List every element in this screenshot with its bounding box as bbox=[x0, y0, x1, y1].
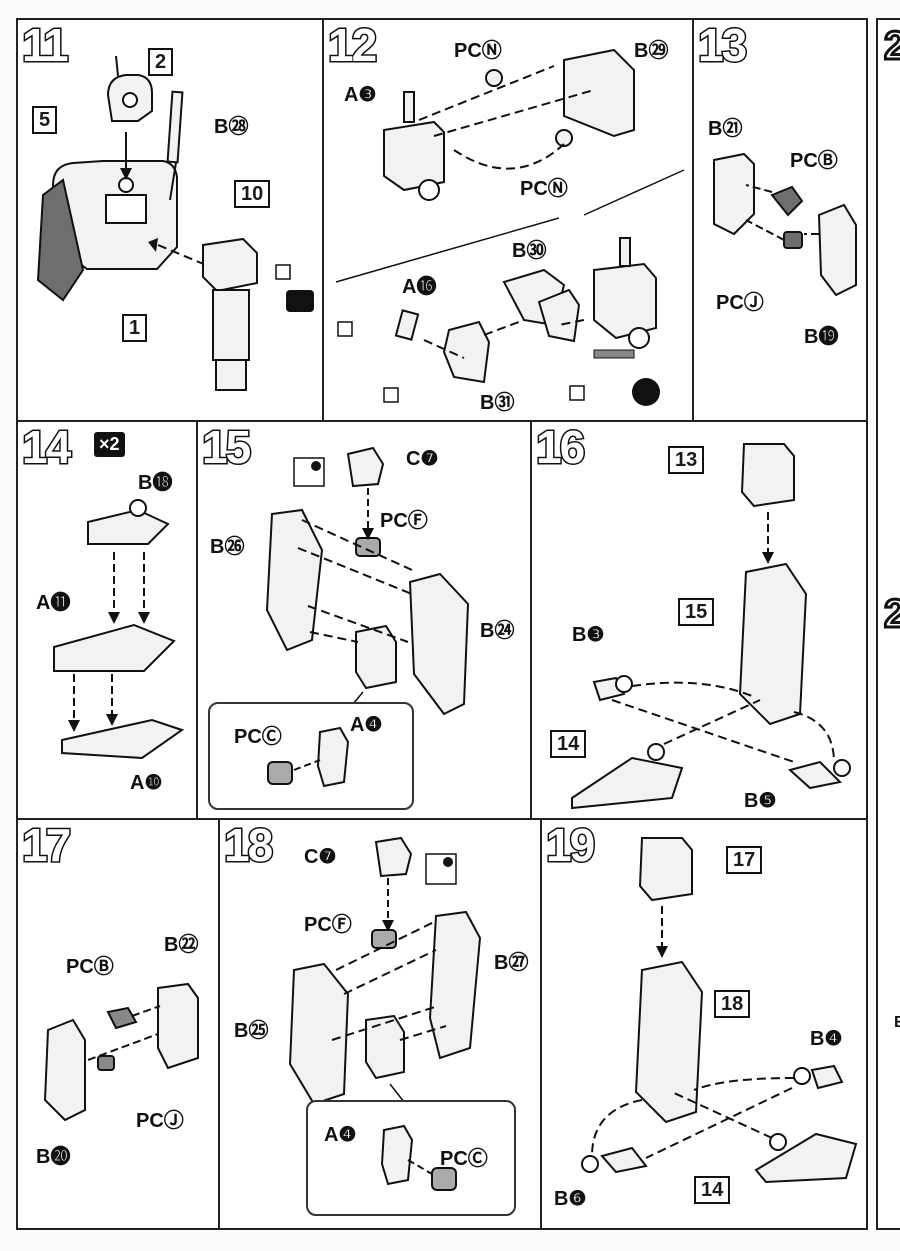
step-12-panel: 12 bbox=[322, 18, 694, 422]
label-b28: B㉘ bbox=[214, 116, 249, 138]
part-box-18: 18 bbox=[714, 990, 751, 1018]
label-b6: B❻ bbox=[554, 1188, 587, 1210]
label-pcn-top: PCⓃ bbox=[454, 40, 502, 62]
label-b4: B❹ bbox=[810, 1028, 843, 1050]
label-a11: A⓫ bbox=[36, 592, 71, 614]
part-box-5: 5 bbox=[32, 106, 58, 134]
step-number: 16 bbox=[534, 421, 586, 473]
step-19-panel: 19 17 18 B❹ B❻ 14 bbox=[540, 818, 868, 1230]
part-box-17: 17 bbox=[726, 846, 763, 874]
label-b29: B㉙ bbox=[634, 40, 669, 62]
part-box-13: 13 bbox=[668, 446, 705, 474]
label-pcb: PCⒷ bbox=[790, 150, 838, 172]
label-b19: B⓳ bbox=[804, 326, 839, 348]
label-a16: A⓰ bbox=[402, 276, 437, 298]
label-c7: C❼ bbox=[304, 846, 337, 868]
label-c7: C❼ bbox=[406, 448, 439, 470]
step-15-drawing bbox=[265, 446, 470, 716]
step-12-drawing bbox=[335, 48, 685, 406]
edge-step-fragment: 2 bbox=[882, 591, 900, 638]
label-b3: B❸ bbox=[572, 624, 605, 646]
subassembly-inset bbox=[306, 1100, 516, 1216]
label-pcc: PCⒸ bbox=[234, 726, 282, 748]
subassembly-inset bbox=[208, 702, 414, 810]
next-page-edge: 2 2 E bbox=[876, 18, 900, 1230]
label-a3: A❸ bbox=[344, 84, 377, 106]
part-box-14: 14 bbox=[694, 1176, 731, 1204]
step-number: 14 bbox=[20, 421, 72, 473]
step-11-drawing bbox=[36, 55, 314, 391]
label-pcb: PCⒷ bbox=[66, 956, 114, 978]
step-number: 17 bbox=[20, 819, 72, 871]
label-pcj: PCⒿ bbox=[716, 292, 764, 314]
step-13-drawing bbox=[713, 152, 857, 297]
step-14-drawing bbox=[53, 499, 185, 760]
step-number: 18 bbox=[222, 819, 274, 871]
step-number: 11 bbox=[21, 19, 71, 71]
label-b25: B㉕ bbox=[234, 1020, 269, 1042]
label-a10: A❿ bbox=[130, 772, 163, 794]
label-b22: B㉒ bbox=[164, 934, 199, 956]
label-a4: A❹ bbox=[350, 714, 383, 736]
label-b30: B㉚ bbox=[512, 240, 547, 262]
step-15-panel: 15 C❼ PCⒻ B㉖ B㉔ PCⒸ bbox=[196, 420, 532, 820]
part-box-1: 1 bbox=[122, 314, 148, 342]
label-pcf: PCⒻ bbox=[380, 510, 428, 532]
edge-step-fragment: 2 bbox=[882, 23, 900, 70]
part-box-10: 10 bbox=[234, 180, 271, 208]
step-11-panel: 11 2 5 B㉘ bbox=[16, 18, 324, 422]
label-b20: B⓴ bbox=[36, 1146, 71, 1168]
label-b26: B㉖ bbox=[210, 536, 245, 558]
part-box-14: 14 bbox=[550, 730, 587, 758]
step-17-drawing bbox=[43, 982, 199, 1122]
label-b24: B㉔ bbox=[480, 620, 515, 642]
step-19-drawing bbox=[581, 837, 858, 1184]
part-box-15: 15 bbox=[678, 598, 715, 626]
multiplier-badge: ×2 bbox=[94, 432, 125, 457]
step-13-panel: 13 B㉑ PCⒷ PCⒿ B⓳ bbox=[692, 18, 868, 422]
step-18-drawing bbox=[288, 836, 482, 1106]
label-b21: B㉑ bbox=[708, 118, 743, 140]
label-pcf: PCⒻ bbox=[304, 914, 352, 936]
step-14-panel: 14 ×2 B⓲ A⓫ A❿ bbox=[16, 420, 198, 820]
label-b27: B㉗ bbox=[494, 952, 529, 974]
step-number: 19 bbox=[544, 819, 596, 871]
step-number: 13 bbox=[696, 19, 748, 71]
label-pcn-bottom: PCⓃ bbox=[520, 178, 568, 200]
label-a4: A❹ bbox=[324, 1124, 357, 1146]
label-b18: B⓲ bbox=[138, 472, 173, 494]
label-b31: B㉛ bbox=[480, 392, 515, 414]
label-b5: B❺ bbox=[744, 790, 777, 812]
step-16-panel: 16 13 15 B❸ 14 B❺ bbox=[530, 420, 868, 820]
step-16-drawing bbox=[571, 443, 851, 810]
step-18-panel: 18 C❼ PCⒻ B㉗ B㉕ A❹ bbox=[218, 818, 542, 1230]
label-pcj: PCⒿ bbox=[136, 1110, 184, 1132]
edge-text-fragment: E bbox=[894, 1014, 900, 1032]
part-box-2: 2 bbox=[148, 48, 174, 76]
step-17-panel: 17 PCⒷ B㉒ PCⒿ B⓴ bbox=[16, 818, 220, 1230]
step-number: 15 bbox=[200, 421, 252, 473]
label-pcc: PCⒸ bbox=[440, 1148, 488, 1170]
step-number: 12 bbox=[326, 19, 378, 71]
